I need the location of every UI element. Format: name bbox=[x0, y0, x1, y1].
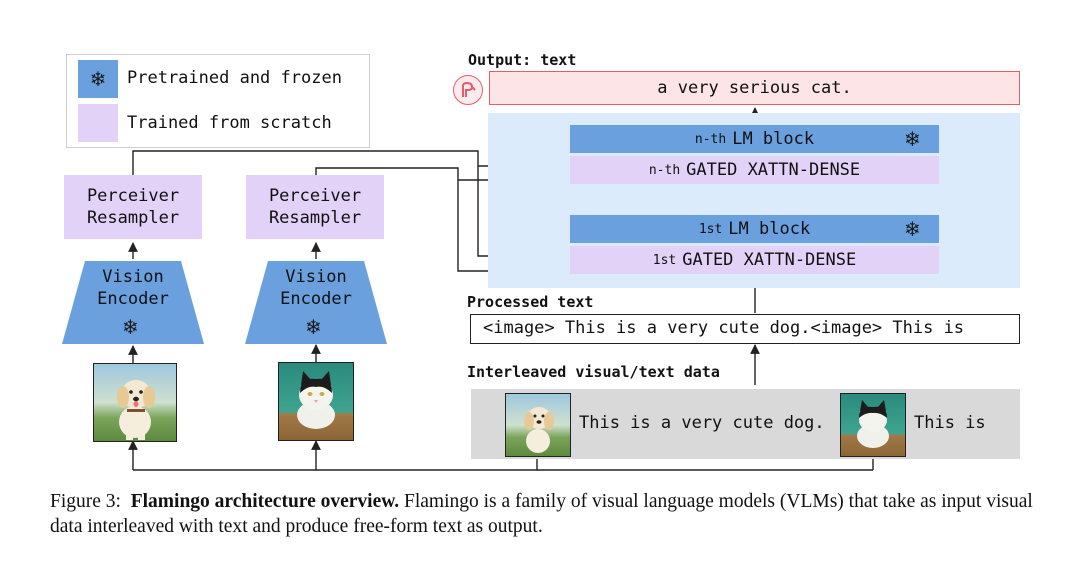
dog-image bbox=[93, 363, 177, 442]
interleaved-text-1: This is a very cute dog. bbox=[579, 413, 825, 433]
dog-thumbnail-image bbox=[505, 393, 571, 457]
interleaved-text-2: This is bbox=[914, 413, 986, 433]
snowflake-icon: ❄ bbox=[904, 129, 921, 151]
dog-illustration bbox=[117, 380, 155, 440]
flamingo-logo-icon bbox=[453, 75, 483, 105]
interleaved-heading: Interleaved visual/text data bbox=[467, 363, 720, 381]
cat-image bbox=[278, 362, 354, 441]
figure-caption: Figure 3: Flamingo architecture overview… bbox=[50, 489, 1040, 539]
left-perceiver-resampler: Perceiver Resampler bbox=[64, 175, 202, 239]
nth-xattn-prefix: n-th bbox=[648, 162, 681, 178]
right-vision-encoder-label: Vision Encoder bbox=[280, 267, 352, 309]
legend: ❄ Pretrained and frozen Trained from scr… bbox=[66, 54, 370, 148]
first-lm-block: 1st LM block bbox=[570, 215, 939, 243]
caption-prefix: Figure 3: bbox=[50, 491, 121, 512]
first-xattn-label: GATED XATTN-DENSE bbox=[682, 250, 857, 270]
snowflake-icon: ❄ bbox=[89, 68, 107, 91]
left-vision-encoder-shape bbox=[62, 261, 204, 344]
first-lm-label: LM block bbox=[728, 219, 811, 239]
first-xattn-prefix: 1st bbox=[652, 252, 677, 268]
first-gated-xattn-dense: 1st GATED XATTN-DENSE bbox=[570, 246, 939, 274]
nth-gated-xattn-dense: n-th GATED XATTN-DENSE bbox=[570, 156, 939, 184]
first-lm-prefix: 1st bbox=[698, 221, 723, 237]
legend-scratch-swatch bbox=[78, 104, 118, 142]
nth-lm-label: LM block bbox=[732, 129, 815, 149]
left-vision-encoder-label: Vision Encoder bbox=[97, 267, 169, 309]
right-perceiver-resampler: Perceiver Resampler bbox=[246, 175, 384, 239]
snowflake-icon: ❄ bbox=[904, 219, 921, 241]
legend-frozen-label: Pretrained and frozen bbox=[127, 68, 342, 88]
legend-scratch-label: Trained from scratch bbox=[127, 113, 332, 133]
output-heading: Output: text bbox=[468, 51, 577, 69]
caption-body: Flamingo is a family of visual language … bbox=[50, 491, 1033, 537]
legend-frozen-swatch: ❄ bbox=[78, 60, 118, 98]
nth-xattn-label: GATED XATTN-DENSE bbox=[686, 160, 861, 180]
nth-lm-block: n-th LM block bbox=[570, 125, 939, 153]
processed-text-heading: Processed text bbox=[467, 293, 594, 311]
processed-text-box: <image> This is a very cute dog.<image> … bbox=[470, 314, 1020, 344]
caption-bold-title: Flamingo architecture overview. bbox=[130, 491, 400, 512]
cat-illustration bbox=[297, 371, 335, 429]
output-text-box: a very serious cat. bbox=[489, 71, 1020, 105]
cat-thumbnail-image bbox=[840, 393, 906, 457]
right-vision-encoder-shape bbox=[245, 261, 387, 344]
snowflake-icon: ❄ bbox=[122, 317, 139, 339]
nth-lm-prefix: n-th bbox=[694, 131, 727, 147]
snowflake-icon: ❄ bbox=[305, 317, 322, 339]
